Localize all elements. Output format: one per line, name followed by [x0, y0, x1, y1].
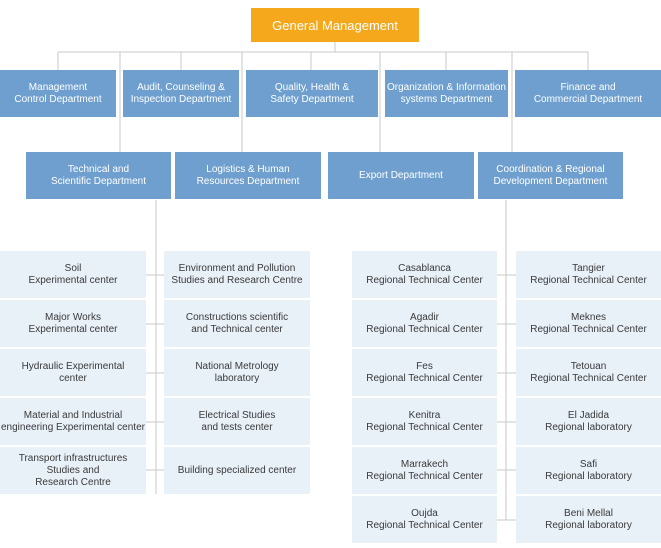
- center-environment-pollution: Environment and Pollution Studies and Re…: [164, 251, 310, 298]
- center-electrical-studies: Electrical Studies and tests center: [164, 398, 310, 445]
- dept-export: Export Department: [328, 152, 474, 199]
- dept-coordination-regional: Coordination & Regional Development Depa…: [478, 152, 623, 199]
- center-fes: Fes Regional Technical Center: [352, 349, 497, 396]
- dept-logistics-hr: Logistics & Human Resources Department: [175, 152, 321, 199]
- center-agadir: Agadir Regional Technical Center: [352, 300, 497, 347]
- dept-quality-health-safety: Quality, Health & Safety Department: [246, 70, 378, 117]
- center-beni-mellal: Beni Mellal Regional laboratory: [516, 496, 661, 543]
- center-tangier: Tangier Regional Technical Center: [516, 251, 661, 298]
- dept-technical-scientific: Technical and Scientific Department: [26, 152, 171, 199]
- center-constructions-scientific: Constructions scientific and Technical c…: [164, 300, 310, 347]
- center-kenitra: Kenitra Regional Technical Center: [352, 398, 497, 445]
- center-oujda: Oujda Regional Technical Center: [352, 496, 497, 543]
- dept-organization-information: Organization & Information systems Depar…: [385, 70, 508, 117]
- center-material-industrial: Material and Industrial engineering Expe…: [0, 398, 146, 445]
- center-casablanca: Casablanca Regional Technical Center: [352, 251, 497, 298]
- dept-audit-counseling: Audit, Counseling & Inspection Departmen…: [123, 70, 239, 117]
- center-el-jadida: El Jadida Regional laboratory: [516, 398, 661, 445]
- center-safi: Safi Regional laboratory: [516, 447, 661, 494]
- center-national-metrology: National Metrology laboratory: [164, 349, 310, 396]
- center-transport-infrastructures: Transport infrastructures Studies and Re…: [0, 447, 146, 494]
- dept-finance-commercial: Finance and Commercial Department: [515, 70, 661, 117]
- center-soil: Soil Experimental center: [0, 251, 146, 298]
- center-tetouan: Tetouan Regional Technical Center: [516, 349, 661, 396]
- center-marrakech: Marrakech Regional Technical Center: [352, 447, 497, 494]
- center-meknes: Meknes Regional Technical Center: [516, 300, 661, 347]
- general-management-box: General Management: [251, 8, 419, 42]
- center-building-specialized: Building specialized center: [164, 447, 310, 494]
- center-major-works: Major Works Experimental center: [0, 300, 146, 347]
- center-hydraulic: Hydraulic Experimental center: [0, 349, 146, 396]
- dept-management-control: Management Control Department: [0, 70, 116, 117]
